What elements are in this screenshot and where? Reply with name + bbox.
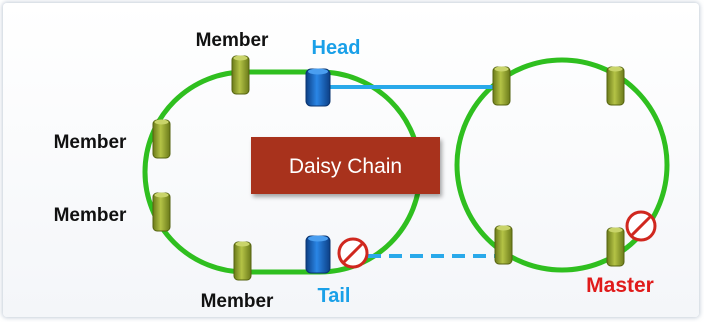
daisy-chain-box: Daisy Chain	[251, 137, 440, 194]
member-label-left-lower: Member	[54, 205, 127, 226]
member-node-icon	[152, 119, 171, 159]
member-node-icon	[492, 66, 511, 106]
member-node-icon	[606, 66, 625, 106]
member-label-left-upper: Member	[54, 132, 127, 153]
head-node-icon	[305, 68, 331, 107]
right-ring	[454, 57, 670, 273]
member-node-icon	[152, 192, 171, 232]
member-node-icon	[494, 225, 513, 265]
daisy-chain-diagram: Daisy Chain Member Member Member Member …	[54, 30, 670, 312]
member-label-top: Member	[196, 30, 269, 51]
master-node-icon	[606, 227, 625, 267]
tail-node-icon	[305, 235, 331, 274]
member-node-icon	[231, 55, 250, 95]
tail-label: Tail	[318, 285, 351, 307]
head-label: Head	[312, 37, 361, 59]
member-label-bottom: Member	[201, 291, 274, 312]
diagram-frame: Daisy Chain Member Member Member Member …	[3, 3, 699, 317]
prohibited-icon	[625, 210, 657, 242]
master-label: Master	[586, 274, 654, 297]
member-node-icon	[233, 241, 252, 281]
daisy-chain-label: Daisy Chain	[289, 155, 402, 178]
prohibited-icon	[337, 237, 369, 269]
